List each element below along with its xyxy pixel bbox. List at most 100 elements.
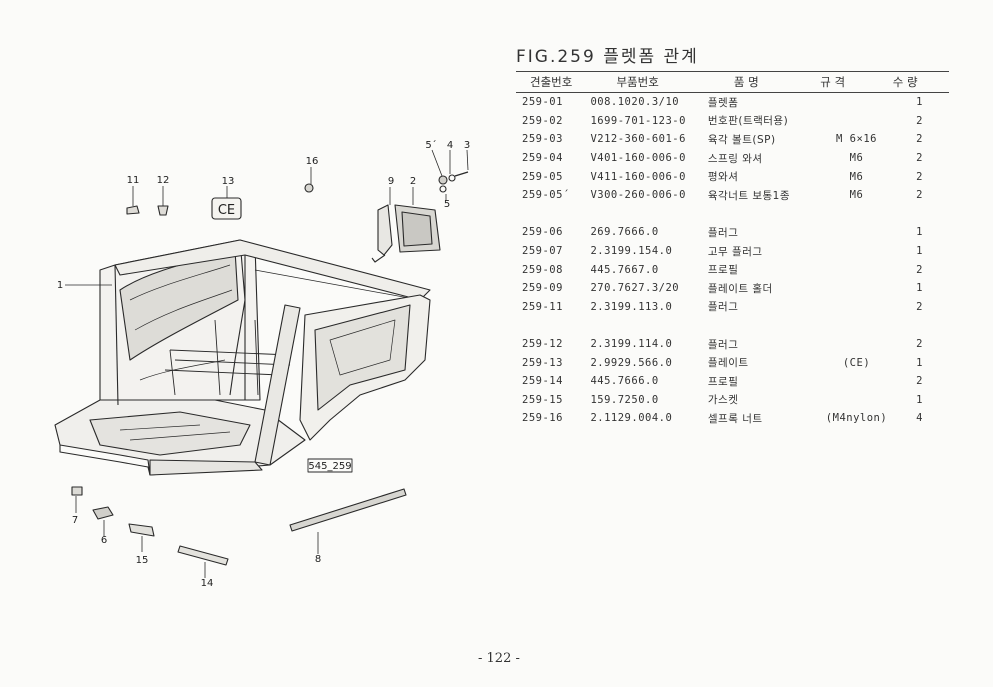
plate-holder [377,204,393,256]
spec-cell: M 6×16 [836,133,877,146]
qty-cell: 1 [916,282,923,295]
part-name-cell: 플레이트 [707,357,749,370]
ref-no-cell: 259-06 [522,226,563,239]
callout-8: 8 [315,554,321,565]
ref-no-cell: 259-15 [522,393,563,406]
part-name-cell: 가스켓 [707,394,739,407]
callout-1: 1 [57,280,63,291]
qty-cell: 2 [916,152,923,165]
ref-no-cell: 259-05´ [522,189,570,202]
table-row: 259-06 269.7666.0 플러그 1 [516,223,949,242]
table-row: 259-07 2.3199.154.0 고무 플러그 1 [516,242,949,261]
part-no-cell: 2.3199.114.0 [590,338,673,351]
table-row: 259-02 1699-701-123-0 번호판(트랙터용) 2 [516,112,949,131]
part-name-cell: 번호판(트랙터용) [707,115,789,128]
qty-cell: 1 [916,393,923,406]
callout-6: 6 [101,535,107,546]
table-row: 259-13 2.9929.566.0 플레이트 (CE) 1 [516,353,949,372]
ref-no-cell: 259-08 [522,263,563,276]
ref-no-cell: 259-03 [522,133,563,146]
callout-5-prime: 5´ [425,139,436,151]
qty-cell: 1 [916,245,923,258]
part-name-cell: 셀프록 너트 [707,412,763,425]
part-no-cell: 2.3199.113.0 [590,300,673,313]
part-no-cell: 2.3199.154.0 [590,245,673,258]
part-no-cell: 2.9929.566.0 [590,356,673,369]
ce-mark-label: CE [218,203,235,218]
qty-cell: 1 [916,226,923,239]
header-qty: 수 량 [892,71,949,93]
callout-5: 5 [444,199,450,210]
drawing-ref-label: 545_259 [308,461,351,472]
qty-cell: 2 [916,375,923,388]
part-no-cell: V411-160-006-0 [590,170,686,183]
part-name-cell: 플렛폼 [707,96,739,109]
ref-no-cell: 259-02 [522,114,563,127]
qty-cell: 1 [916,356,923,369]
ref-no-cell: 259-16 [522,412,563,425]
table-row: 259-08 445.7667.0 프로필 2 [516,260,949,279]
callout-15: 15 [136,555,149,566]
callout-2: 2 [410,176,416,187]
qty-cell: 2 [916,133,923,146]
callout-14: 14 [201,578,214,589]
qty-cell: 2 [916,263,923,276]
spec-cell: M6 [849,152,864,165]
qty-cell: 1 [916,96,923,109]
drawing-ref-box [307,458,353,473]
spec-cell: M6 [849,170,864,183]
qty-cell: 2 [916,114,923,127]
part-name-cell: 고무 플러그 [707,245,763,258]
part-no-cell: 445.7666.0 [590,375,659,388]
part-no-cell: V300-260-006-0 [590,189,686,202]
callout-7: 7 [72,515,78,526]
ref-no-cell: 259-09 [522,282,563,295]
qty-cell: 2 [916,189,923,202]
callout-13: 13 [222,176,235,187]
qty-cell: 2 [916,338,923,351]
part-name-cell: 플러그 [707,338,739,351]
part-name-cell: 플러그 [707,301,739,314]
part-name-cell: 프로필 [707,375,739,388]
ref-no-cell: 259-13 [522,356,563,369]
part-no-cell: 159.7250.0 [590,393,659,406]
callout-11: 11 [127,175,140,186]
part-no-cell: 2.1129.004.0 [590,412,673,425]
callout-16: 16 [306,156,319,167]
ref-no-cell: 259-05 [522,170,563,183]
qty-cell: 2 [916,170,923,183]
part-no-cell: 269.7666.0 [590,226,659,239]
part-no-cell: 445.7667.0 [590,263,659,276]
callout-12: 12 [157,175,170,186]
callout-4: 4 [447,140,453,151]
ref-no-cell: 259-01 [522,96,563,109]
part-name-cell: 육각너트 보통1종 [707,189,791,202]
table-row: 259-12 2.3199.114.0 플러그 2 [516,335,949,354]
profile-8 [289,488,407,532]
part-no-cell: 1699-701-123-0 [590,114,686,127]
part-no-cell: V401-160-006-0 [590,152,686,165]
spec-cell: (CE) [842,356,871,369]
part-name-cell: 플러그 [707,226,739,239]
part-name-cell: 프로필 [707,264,739,277]
callout-9: 9 [388,176,394,187]
ref-no-cell: 259-07 [522,245,563,258]
header-spec: 규 격 [820,71,893,93]
ref-no-cell: 259-12 [522,338,563,351]
page-number: - 122 - [478,651,520,666]
part-name-cell: 스프링 와셔 [707,152,763,165]
part-no-cell: V212-360-601-6 [590,133,686,146]
